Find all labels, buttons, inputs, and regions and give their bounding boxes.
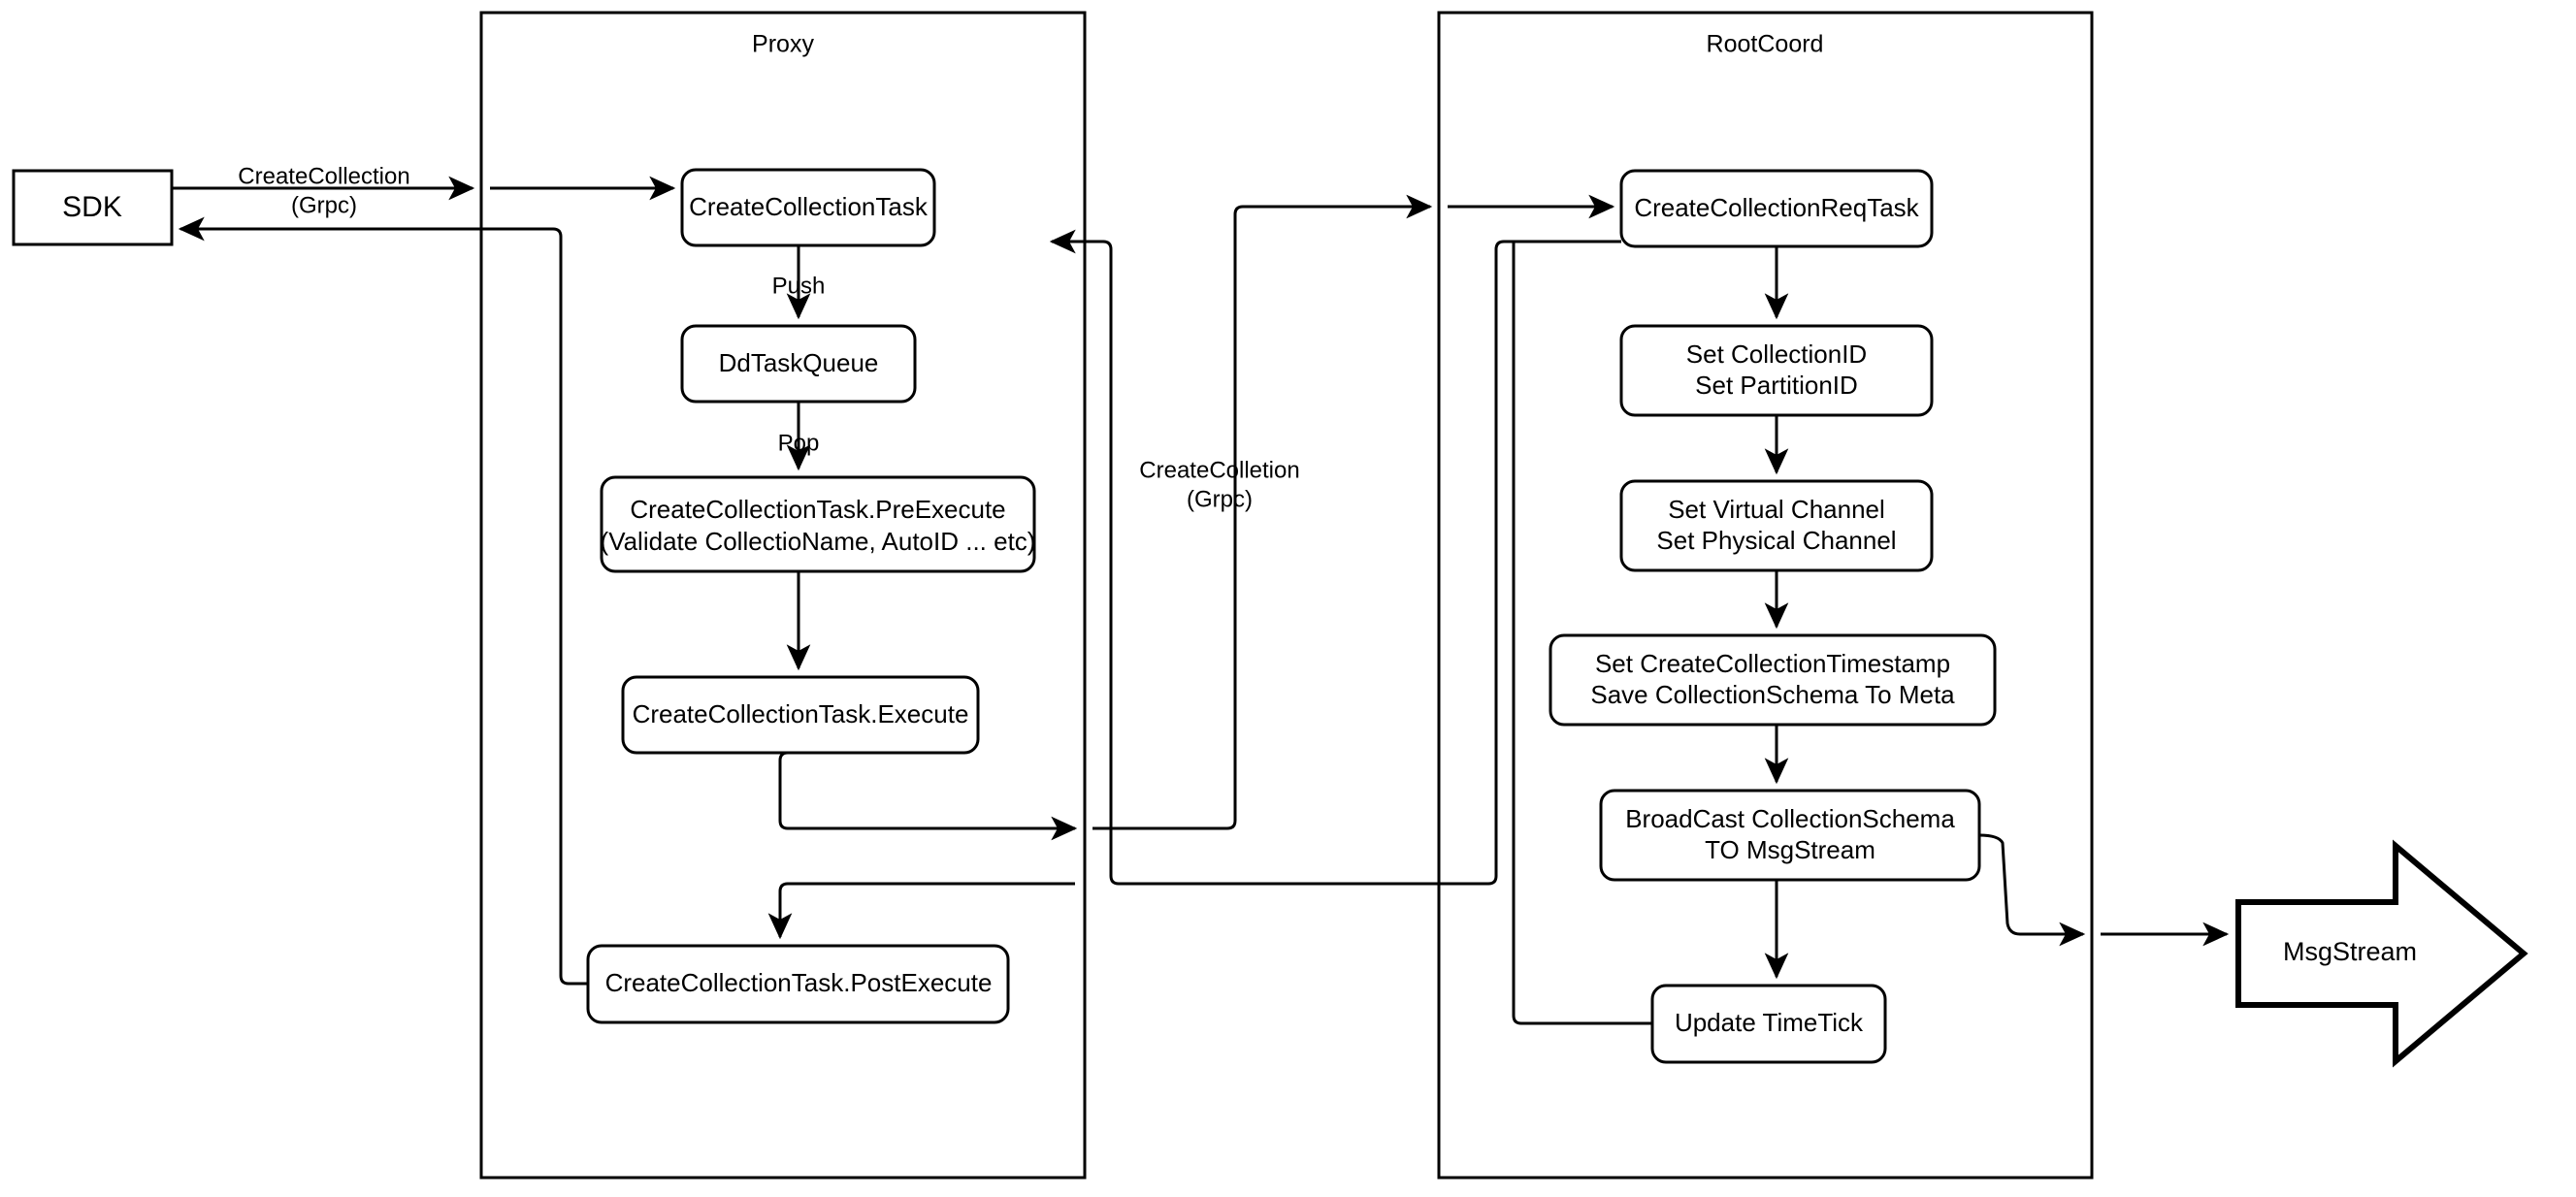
postexecute-box[interactable] [586, 944, 1010, 1024]
edge-label-createcollection-grpc: CreateCollection (Grpc) [238, 163, 409, 218]
proxy-label: Proxy [752, 31, 814, 58]
node-set-timestamp[interactable]: Set CreateCollectionTimestamp Save Colle… [1549, 633, 1997, 727]
postexecute-label: CreateCollectionTask.PostExecute [605, 968, 993, 997]
edge-postexec-to-proxy-boundary [501, 227, 588, 986]
set-timestamp-label-line1: Set CreateCollectionTimestamp [1595, 649, 1950, 678]
set-timestamp-label-line2: Save CollectionSchema To Meta [1590, 680, 1955, 709]
set-ids-label-line1: Set CollectionID [1686, 340, 1867, 369]
node-set-channels[interactable]: Set Virtual Channel Set Physical Channel [1619, 479, 1934, 572]
edge-label-pop: Pop [778, 430, 820, 456]
createcolletion-grpc-line2: (Grpc) [1187, 486, 1253, 512]
pop-label: Pop [778, 430, 820, 456]
createcollection-grpc-line2: (Grpc) [291, 192, 357, 218]
edge-timetick-to-return [1512, 241, 1652, 1025]
edge-proxy-to-rootcoord-request [1092, 194, 1433, 830]
createcollectiontask-box[interactable] [680, 168, 936, 247]
createcollectionreqtask-box[interactable] [1619, 169, 1934, 248]
edge-broadcast-to-rootcoord-right [1978, 833, 2086, 947]
set-channels-box[interactable] [1619, 479, 1934, 572]
execute-box[interactable] [621, 675, 980, 755]
push-label: Push [772, 273, 826, 299]
update-timetick-box[interactable] [1650, 984, 1887, 1064]
broadcast-box[interactable] [1599, 789, 1981, 882]
execute-label: CreateCollectionTask.Execute [633, 699, 969, 728]
createcollection-grpc-line1: CreateCollection [238, 163, 409, 189]
edge-rootcoord-response-out [1370, 240, 1621, 886]
node-msgstream[interactable]: MsgStream [2235, 839, 2528, 1068]
edge-response-to-postexecute [767, 882, 1075, 940]
preexecute-box[interactable] [600, 475, 1036, 573]
node-postexecute[interactable]: CreateCollectionTask.PostExecute [586, 944, 1010, 1024]
update-timetick-label: Update TimeTick [1675, 1008, 1864, 1037]
edge-rootcoord-to-proxy-response [1049, 229, 1370, 886]
set-channels-label-line1: Set Virtual Channel [1668, 495, 1885, 524]
createcolletion-grpc-line1: CreateColletion [1139, 457, 1299, 483]
sdk-box[interactable] [12, 169, 174, 246]
node-createcollectiontask[interactable]: CreateCollectionTask [680, 168, 936, 247]
msgstream-arrow-shape[interactable] [2235, 839, 2528, 1068]
ddtaskqueue-label: DdTaskQueue [719, 348, 879, 377]
node-ddtaskqueue[interactable]: DdTaskQueue [680, 324, 917, 404]
node-preexecute[interactable]: CreateCollectionTask.PreExecute (Validat… [600, 475, 1036, 573]
ddtaskqueue-box[interactable] [680, 324, 917, 404]
broadcast-label-line2: TO MsgStream [1705, 835, 1875, 864]
edge-label-createcolletion-grpc: CreateColletion (Grpc) [1139, 457, 1299, 512]
set-channels-label-line2: Set Physical Channel [1656, 526, 1896, 555]
rootcoord-label: RootCoord [1707, 31, 1824, 58]
set-timestamp-box[interactable] [1549, 633, 1997, 727]
node-sdk[interactable]: SDK [12, 169, 174, 246]
node-update-timetick[interactable]: Update TimeTick [1650, 984, 1887, 1064]
preexecute-label-line1: CreateCollectionTask.PreExecute [630, 495, 1005, 524]
createcollectionreqtask-label: CreateCollectionReqTask [1634, 193, 1919, 222]
node-createcollectionreqtask[interactable]: CreateCollectionReqTask [1619, 169, 1934, 248]
broadcast-label-line1: BroadCast CollectionSchema [1625, 804, 1955, 833]
sdk-label: SDK [62, 191, 122, 223]
preexecute-label-line2: (Validate CollectioName, AutoID ... etc) [601, 527, 1036, 556]
msgstream-label: MsgStream [2283, 937, 2417, 966]
set-ids-label-line2: Set PartitionID [1695, 371, 1858, 400]
node-set-ids[interactable]: Set CollectionID Set PartitionID [1619, 324, 1934, 417]
createcollectiontask-label: CreateCollectionTask [689, 192, 929, 221]
node-execute[interactable]: CreateCollectionTask.Execute [621, 675, 980, 755]
set-ids-box[interactable] [1619, 324, 1934, 417]
edge-label-push: Push [772, 273, 826, 299]
node-broadcast[interactable]: BroadCast CollectionSchema TO MsgStream [1599, 789, 1981, 882]
